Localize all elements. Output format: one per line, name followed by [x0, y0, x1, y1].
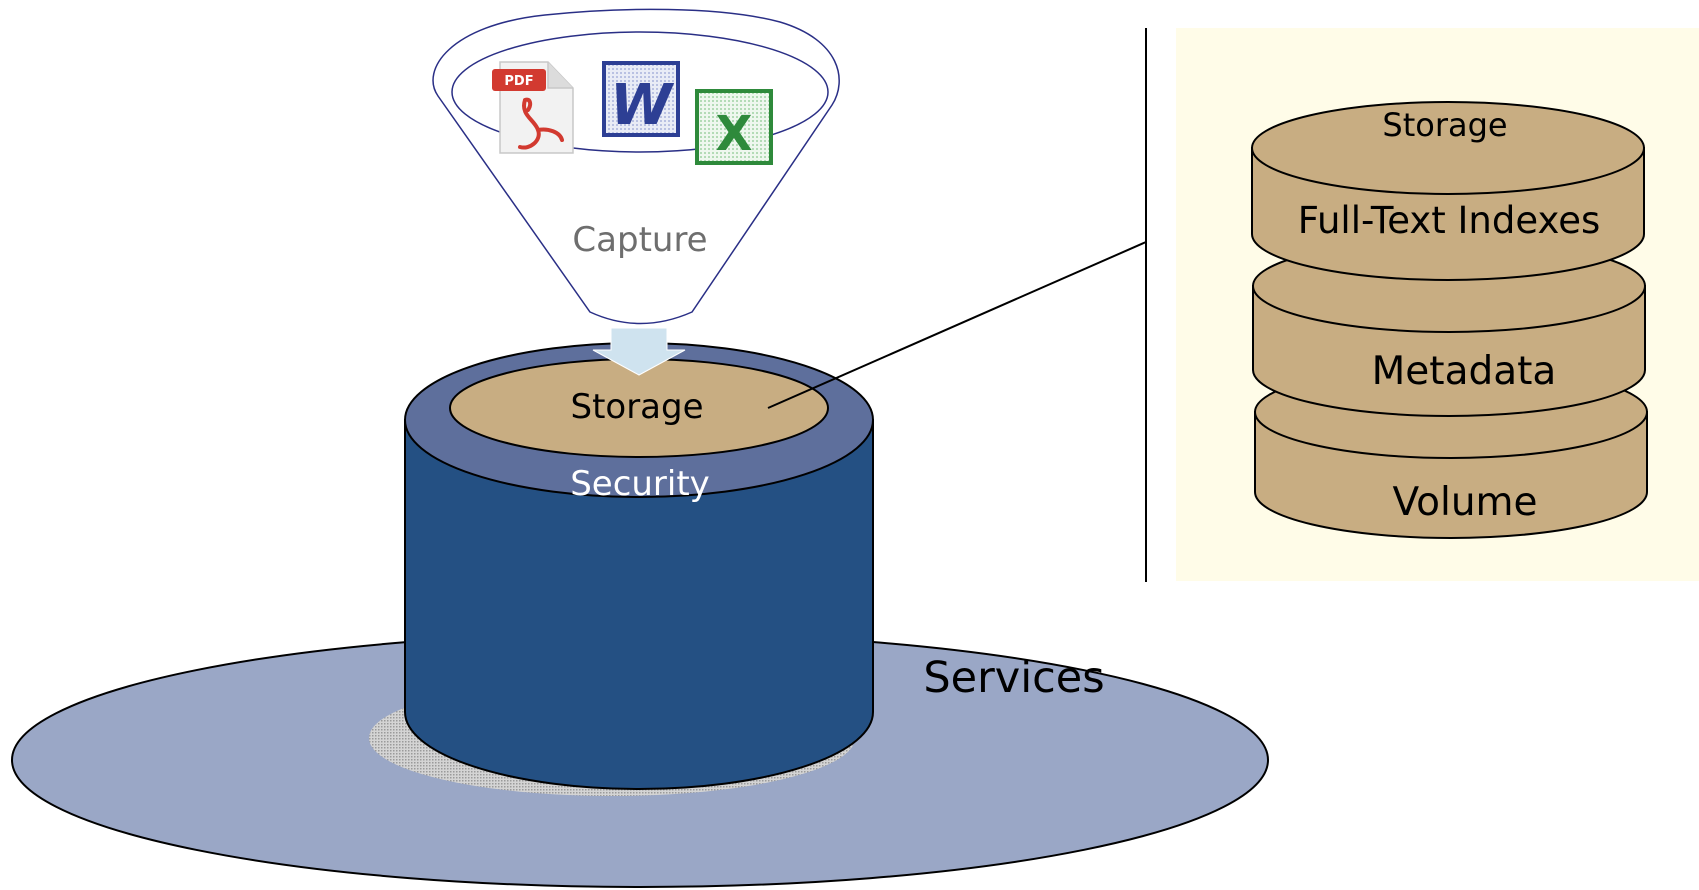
stack-metadata-label: Metadata [1372, 349, 1557, 394]
stack-fulltext-label: Full-Text Indexes [1298, 199, 1601, 242]
services-label: Services [923, 653, 1104, 703]
excel-spreadsheet-icon: X [695, 89, 773, 165]
word-document-icon: W [602, 61, 680, 138]
repository-cylinder [404, 342, 874, 790]
security-label: Security [570, 464, 710, 504]
detail-connector-line [767, 241, 1147, 409]
pdf-file-icon: PDF [492, 61, 574, 154]
svg-text:PDF: PDF [504, 74, 533, 89]
svg-text:X: X [715, 106, 752, 162]
svg-text:W: W [610, 73, 675, 138]
stack-volume-label: Volume [1392, 480, 1537, 525]
stack-storage-label: Storage [1382, 106, 1507, 144]
storage-label: Storage [570, 387, 703, 427]
capture-down-arrow [592, 327, 686, 376]
storage-stack [1251, 101, 1648, 539]
capture-label: Capture [572, 220, 707, 260]
capture-funnel [432, 8, 840, 325]
stack-storage-disk [1251, 101, 1645, 281]
